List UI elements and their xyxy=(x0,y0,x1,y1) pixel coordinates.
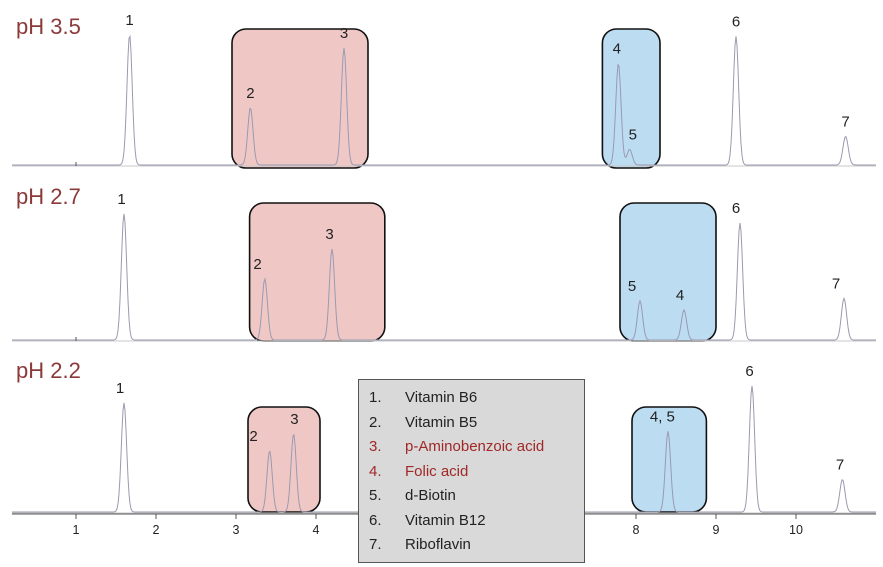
legend-item: 4. Folic acid xyxy=(369,460,584,485)
panel-title-ph22: pH 2.2 xyxy=(16,358,81,383)
peak-label: 3 xyxy=(325,226,333,243)
x-axis-tick-label: 4 xyxy=(313,523,320,537)
legend-item-label: d-Biotin xyxy=(405,487,456,504)
legend-item-number: 2. xyxy=(369,413,382,431)
x-axis-tick-label: 9 xyxy=(713,523,720,537)
highlight-boxes xyxy=(231,28,717,513)
peak-label: 7 xyxy=(832,275,840,292)
peak-label: 1 xyxy=(117,191,125,208)
peak-label: 4 xyxy=(613,41,621,58)
highlight-box-pink xyxy=(248,202,386,342)
legend-item-number: 5. xyxy=(369,487,382,504)
peak-label: 7 xyxy=(841,113,849,130)
panel-title-ph27: pH 2.7 xyxy=(16,184,81,209)
peak-label: 7 xyxy=(836,457,844,474)
legend-item: 6. Vitamin B12 xyxy=(369,509,584,534)
legend-item-number: 7. xyxy=(369,536,382,553)
highlight-box-blue xyxy=(631,406,708,513)
peak-label: 4, 5 xyxy=(650,408,675,425)
legend-item: 5. d-Biotin xyxy=(369,484,584,509)
legend-item-number: 3. xyxy=(369,438,382,455)
x-axis-tick-label: 2 xyxy=(153,523,160,537)
legend-item-number: 4. xyxy=(369,462,382,480)
x-axis-tick-label: 8 xyxy=(633,523,640,537)
legend-item-label: Folic acid xyxy=(405,462,469,480)
highlight-box-pink xyxy=(247,406,321,513)
peak-label: 6 xyxy=(732,200,740,217)
peak-label: 6 xyxy=(732,13,740,30)
peak-label: 6 xyxy=(745,363,753,380)
peak-label: 5 xyxy=(629,126,637,143)
x-axis-tick-label: 1 xyxy=(73,523,80,537)
legend-item-label: p-Aminobenzoic acid xyxy=(405,438,545,455)
legend-item: 2. Vitamin B5 xyxy=(369,411,584,436)
x-axis-tick-label: 10 xyxy=(789,523,803,537)
legend-item-label: Vitamin B12 xyxy=(405,511,486,529)
legend-item-label: Riboflavin xyxy=(405,536,471,553)
peak-label: 2 xyxy=(249,428,257,445)
panel-title-ph35: pH 3.5 xyxy=(16,14,81,39)
legend-item-label: Vitamin B6 xyxy=(405,389,478,406)
legend-item: 3. p-Aminobenzoic acid xyxy=(369,435,584,460)
peak-label: 3 xyxy=(290,411,298,428)
legend: 1. Vitamin B6 2. Vitamin B5 3. p-Aminobe… xyxy=(358,379,585,563)
chromatogram-trace xyxy=(12,34,876,166)
legend-item: 1. Vitamin B6 xyxy=(369,386,584,411)
peak-label: 2 xyxy=(253,256,261,273)
legend-item: 7. Riboflavin xyxy=(369,533,584,558)
highlight-box-blue xyxy=(601,28,661,169)
legend-item-number: 1. xyxy=(369,389,382,406)
peak-label: 2 xyxy=(246,85,254,102)
chromatogram-trace xyxy=(12,213,876,341)
peak-label: 1 xyxy=(116,380,124,397)
highlight-box-pink xyxy=(231,28,369,169)
peak-label: 1 xyxy=(125,12,133,29)
legend-item-number: 6. xyxy=(369,511,382,529)
highlight-box-blue xyxy=(619,202,717,342)
peak-label: 4 xyxy=(676,287,684,304)
peak-label: 3 xyxy=(340,25,348,42)
peak-labels: 1 2 3 4 5 6 7 1 2 3 5 4 6 7 1 2 3 4, 5 6 7 xyxy=(116,12,850,474)
legend-item-label: Vitamin B5 xyxy=(405,413,478,431)
x-axis-tick-label: 3 xyxy=(233,523,240,537)
legend-list: 1. Vitamin B6 2. Vitamin B5 3. p-Aminobe… xyxy=(359,380,584,558)
peak-label: 5 xyxy=(628,278,636,295)
